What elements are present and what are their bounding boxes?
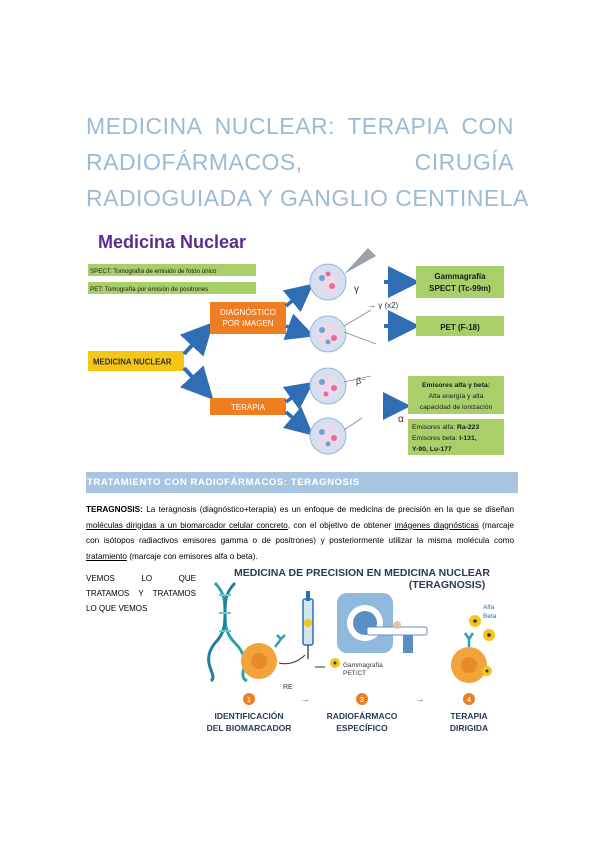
gamma-x2: → γ (x2) (368, 301, 399, 310)
spect-box (88, 264, 256, 276)
teragnosis-paragraph: TERAGNOSIS: La teragnosis (diagnóstico+t… (86, 505, 514, 561)
radiation-icon-alfa (469, 615, 481, 627)
gammagrafia-label-2: SPECT (Tc-99m) (429, 284, 491, 293)
cell-alpha (309, 417, 363, 455)
side-quote: VEMOS LO QUE TRATAMOS Y TRATAMOS LO QUE … (86, 574, 196, 613)
step-badge-4: 4 (463, 693, 475, 705)
cell-beta (309, 367, 372, 405)
arrow-to-diag (179, 322, 214, 357)
svg-text:3: 3 (360, 697, 364, 704)
arrow-diag-down (283, 313, 315, 340)
emisores-line-2: Alta energía y alta (429, 393, 484, 400)
diag-box (210, 302, 286, 334)
diag-label-1: DIAGNÓSTICO (220, 308, 276, 317)
root-box (88, 351, 184, 371)
scanner-icon (337, 593, 428, 653)
cell-pet (309, 309, 377, 353)
step-1-line-1: IDENTIFICACIÓN (215, 710, 284, 721)
section-header: TRATAMIENTO CON RADIOFÁRMACOS: TERAGNOSI… (86, 472, 518, 493)
emisores-line-1: Emisores alfa y beta: (422, 382, 490, 389)
step-badge-1: 1 (243, 693, 255, 705)
pet-out-label: PET (F-18) (440, 323, 480, 332)
alpha-symbol: α (398, 414, 404, 425)
nuclear-medicine-diagram: Medicina Nuclear SPECT: Tomografía de em… (86, 226, 514, 458)
diag-label-2: POR IMAGEN (222, 319, 273, 328)
diagram-heading: Medicina Nuclear (98, 232, 246, 252)
scanner-label-2: PET/CT (343, 670, 366, 677)
step-1-line-2: DEL BIOMARCADOR (207, 723, 291, 733)
emisores-list-box (408, 419, 504, 455)
svg-text:1: 1 (247, 697, 251, 704)
spect-label: SPECT: Tomografía de emisión de fotón ún… (90, 268, 217, 275)
pet-label: PET: Tomografía por emisión de positrone… (90, 286, 208, 293)
syringe-icon (302, 591, 314, 659)
page-title: MEDICINA NUCLEAR: TERAPIA CON RADIOFÁRMA… (86, 108, 529, 216)
target-cell-icon (451, 632, 492, 683)
step-3-line-2: ESPECÍFICO (336, 723, 388, 733)
radiation-icon-beta (483, 629, 495, 641)
alfa-label: Alfa (483, 604, 495, 611)
fig2-title-2: (TERAGNOSIS) (409, 579, 485, 591)
gammagrafia-label-1: Gammagrafía (434, 272, 486, 281)
teragnosis-diagram: MEDICINA DE PRECISION EN MEDICINA NUCLEA… (207, 563, 518, 738)
gammagrafia-box (416, 266, 504, 298)
radiation-icon-small (330, 658, 340, 668)
step-3-line-1: RADIOFÁRMACO (327, 711, 398, 721)
fig2-title-1: MEDICINA DE PRECISION EN MEDICINA NUCLEA… (234, 567, 490, 579)
step-4-line-2: DIRIGIDA (450, 723, 488, 733)
biomarker-cell-icon (241, 634, 286, 679)
arrow-to-terapia (179, 365, 214, 400)
step-arrow-2: → (416, 694, 425, 704)
title-line-2: RADIOFÁRMACOS, CIRUGÍA (86, 149, 514, 175)
beta-label: Beta (483, 613, 497, 620)
title-line-1: MEDICINA NUCLEAR: TERAPIA CON (86, 113, 514, 139)
cell-spect (309, 248, 376, 301)
arrow-diag-up (282, 283, 314, 313)
arrow-syringe-cell (278, 654, 306, 665)
emisores-beta: Emisores beta: I-131, (412, 435, 477, 442)
step-4-line-1: TERAPIA (450, 711, 487, 721)
dna-icon (207, 581, 248, 683)
arrow-ter-up (282, 381, 314, 410)
title-line-3: RADIOGUIADA Y GANGLIO CENTINELA (86, 185, 529, 211)
emisores-line-3: capacidad de ionización (420, 404, 493, 411)
step-arrow-1: → (301, 694, 310, 704)
terapia-label: TERAPIA (231, 403, 266, 412)
terapia-box (210, 398, 286, 415)
beta-symbol: β⁻ (356, 376, 366, 386)
root-label: MEDICINA NUCLEAR (93, 358, 172, 367)
arrow-ter-down (282, 406, 314, 436)
svg-text:4: 4 (467, 697, 471, 704)
emisores-alfa: Emisores alfa: Ra-223 (412, 424, 479, 431)
gamma-symbol-1: γ (354, 284, 359, 295)
re-label: RE (283, 684, 293, 691)
emisores-beta-2: Y-90, Lu-177 (412, 446, 452, 453)
step-badge-3: 3 (356, 693, 368, 705)
pet-box (88, 282, 256, 294)
scanner-label-1: Gammagrafía (343, 662, 383, 669)
emisores-box (408, 376, 504, 414)
pet-out-box (416, 316, 504, 336)
